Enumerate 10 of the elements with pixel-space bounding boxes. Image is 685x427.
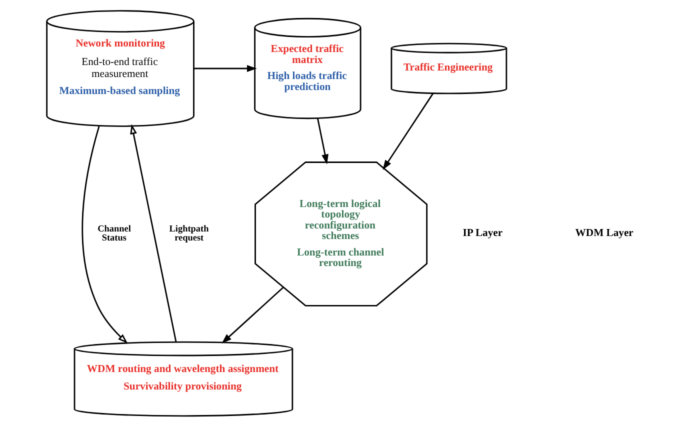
edge-label: Lightpath request [168, 223, 208, 243]
arrow [382, 93, 434, 170]
edge-label: Channel Status [97, 223, 130, 243]
arrow [221, 286, 284, 344]
arrow [193, 65, 256, 72]
label: WDM Layer [574, 228, 633, 239]
arrow [130, 124, 176, 342]
label: IP Layer [462, 228, 502, 239]
arrow [81, 126, 128, 344]
arrow [316, 118, 328, 164]
